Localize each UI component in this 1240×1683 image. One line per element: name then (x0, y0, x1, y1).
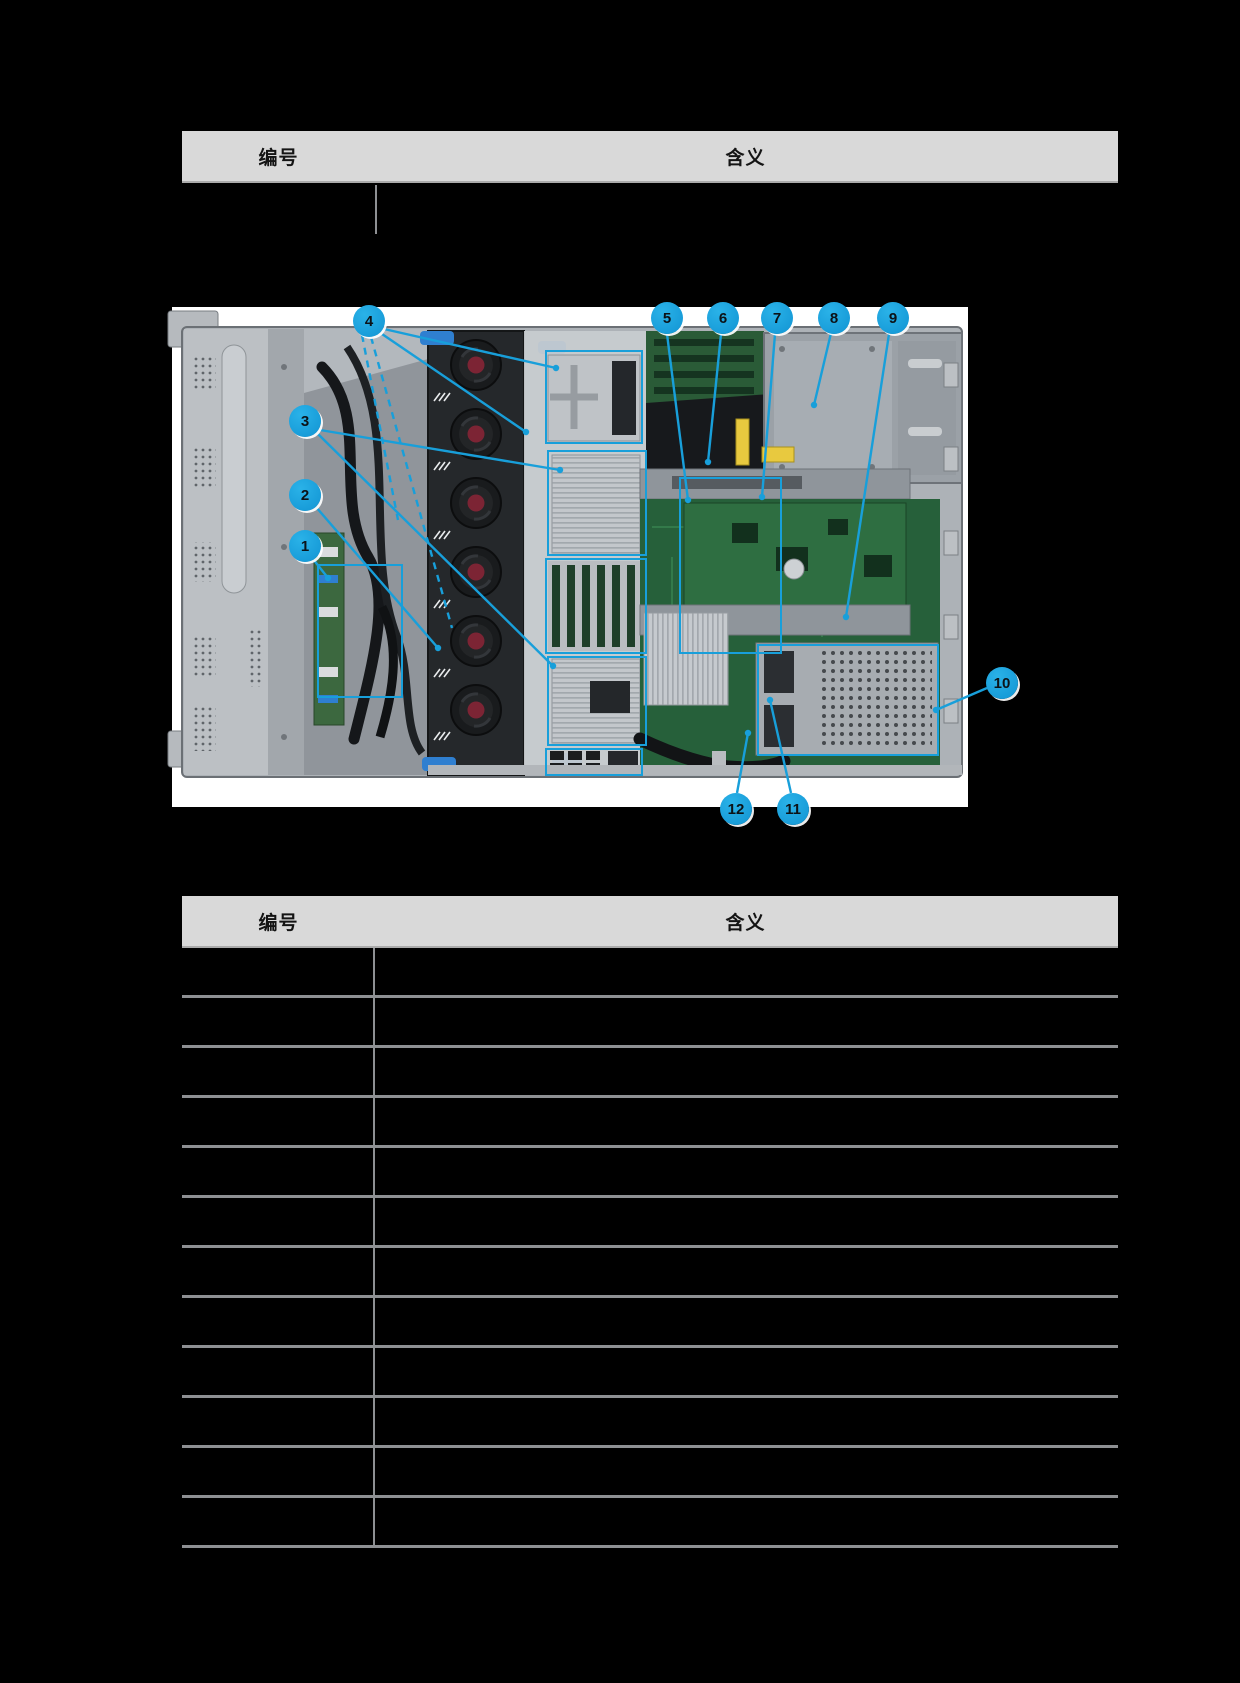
row-cell-number (182, 1398, 375, 1445)
table-row (182, 1448, 1118, 1498)
top-table-column-divider (375, 185, 377, 234)
row-cell-number (182, 998, 375, 1045)
row-cell-number (182, 1448, 375, 1495)
callout-11: 11 (777, 793, 809, 825)
row-cell-number (182, 1498, 375, 1545)
top-table-header: 编号 含义 (182, 131, 1118, 183)
top-header-meaning: 含义 (725, 147, 766, 169)
bottom-header-number: 编号 (258, 912, 299, 934)
row-cell-meaning (377, 1348, 1118, 1395)
row-cell-meaning (377, 1198, 1118, 1245)
row-cell-meaning (377, 1498, 1118, 1545)
row-cell-meaning (377, 1098, 1118, 1145)
table-row (182, 1348, 1118, 1398)
bottom-header-meaning: 含义 (725, 912, 766, 934)
table-row (182, 998, 1118, 1048)
figure-image (167, 307, 988, 807)
table-row (182, 1048, 1118, 1098)
callout-12: 12 (720, 793, 752, 825)
callout-9: 9 (877, 302, 909, 334)
callout-8: 8 (818, 302, 850, 334)
callout-1: 1 (289, 530, 321, 562)
bottom-table-body (182, 948, 1118, 1548)
callout-leader-lines (312, 327, 988, 794)
row-cell-number (182, 1098, 375, 1145)
table-row (182, 1248, 1118, 1298)
callout-5: 5 (651, 302, 683, 334)
callout-6: 6 (707, 302, 739, 334)
top-table-empty-row (182, 185, 1118, 234)
row-cell-number (182, 1048, 375, 1095)
table-row (182, 1298, 1118, 1348)
row-cell-meaning (377, 1048, 1118, 1095)
row-cell-meaning (377, 1148, 1118, 1195)
callout-7: 7 (761, 302, 793, 334)
row-cell-meaning (377, 998, 1118, 1045)
row-cell-number (182, 1298, 375, 1345)
server-photo (167, 310, 963, 778)
callout-2: 2 (289, 479, 321, 511)
table-row (182, 948, 1118, 998)
table-row (182, 1198, 1118, 1248)
row-cell-meaning (377, 1448, 1118, 1495)
highlight-boxes (317, 350, 939, 776)
row-cell-meaning (377, 1298, 1118, 1345)
row-cell-number (182, 948, 375, 995)
bottom-table-header: 编号 含义 (182, 896, 1118, 948)
table-row (182, 1098, 1118, 1148)
row-cell-number (182, 1148, 375, 1195)
top-header-number: 编号 (258, 147, 299, 169)
callout-3: 3 (289, 405, 321, 437)
row-cell-number (182, 1348, 375, 1395)
table-row (182, 1498, 1118, 1548)
row-cell-meaning (377, 948, 1118, 995)
row-cell-meaning (377, 1398, 1118, 1445)
callout-4: 4 (353, 305, 385, 337)
row-cell-number (182, 1248, 375, 1295)
callout-10: 10 (986, 667, 1018, 699)
row-cell-number (182, 1198, 375, 1245)
table-row (182, 1148, 1118, 1198)
table-row (182, 1398, 1118, 1448)
row-cell-meaning (377, 1248, 1118, 1295)
